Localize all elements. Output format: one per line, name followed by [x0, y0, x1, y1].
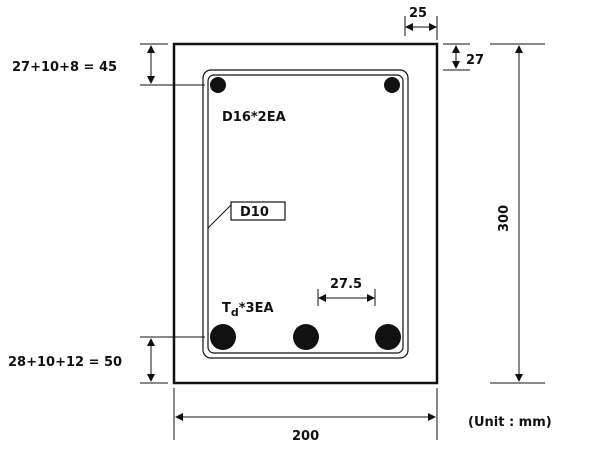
beam-outline — [172, 42, 439, 385]
stirrup-outer — [202, 69, 409, 359]
top-rebar-right — [384, 77, 400, 93]
bottom-rebar-left — [210, 324, 236, 350]
stirrup-leader — [207, 204, 232, 229]
bottom-bar-label: Td*3EA — [222, 301, 274, 319]
bottom-bar-label-base: T — [222, 301, 231, 316]
unit-note: (Unit : mm) — [468, 415, 552, 430]
bottom-rebar-center — [293, 324, 319, 350]
bottom-cover-note: 28+10+12 = 50 — [8, 355, 122, 370]
bottom-bar-label-sub: d — [231, 306, 239, 319]
stirrup-inner — [207, 74, 404, 354]
top-cover-right-label: 27 — [466, 53, 484, 68]
stirrup-label: D10 — [240, 205, 269, 220]
stirrup-label-box — [230, 201, 286, 221]
top-rebar-left — [210, 77, 226, 93]
bottom-rebar-right — [375, 324, 401, 350]
top-cover-note: 27+10+8 = 45 — [12, 60, 117, 75]
spacing-label: 27.5 — [330, 277, 362, 292]
top-bar-label: D16*2EA — [222, 110, 286, 125]
side-cover-label: 25 — [409, 6, 427, 21]
height-label: 300 — [497, 205, 512, 232]
bottom-bar-label-rest: *3EA — [239, 301, 274, 316]
width-label: 200 — [292, 429, 319, 444]
